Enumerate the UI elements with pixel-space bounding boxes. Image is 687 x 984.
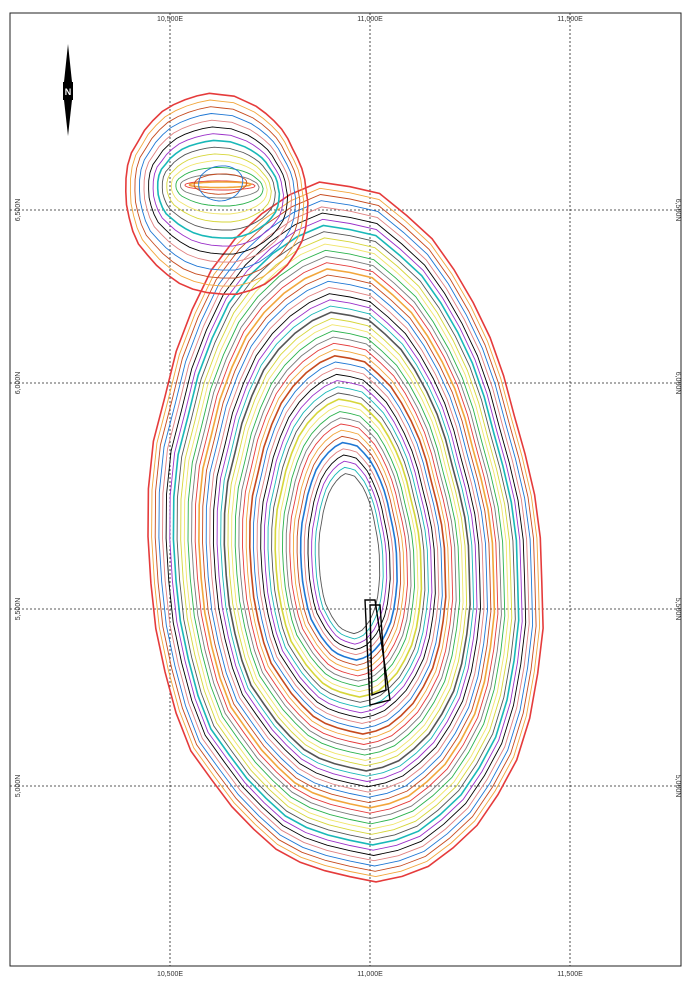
contour-line [263, 380, 433, 714]
contour-line [129, 99, 305, 287]
contour-line [292, 429, 405, 672]
contour-line [216, 299, 478, 782]
contour-line [151, 187, 541, 878]
contour-line [234, 330, 461, 756]
contour-line [285, 417, 412, 682]
northing-label-right: 6,000N [674, 372, 681, 395]
easting-label-top: 11,000E [357, 16, 383, 23]
contour-line [231, 324, 464, 761]
contour-line [166, 153, 272, 223]
northing-label-left: 6,000N [15, 372, 22, 395]
contour-line [152, 133, 284, 247]
contour-line [148, 126, 289, 255]
contour-line [209, 287, 485, 793]
contour-line [242, 342, 454, 745]
contour-line [311, 460, 388, 645]
contour-line [172, 224, 520, 846]
contour-line [314, 466, 384, 640]
contour-line [202, 274, 492, 804]
contour-line [156, 139, 281, 239]
contour-line [169, 218, 523, 851]
northing-label-left: 6,500N [15, 199, 22, 222]
contour-line [227, 318, 468, 767]
core-outline [369, 604, 387, 696]
contour-line [154, 194, 537, 872]
contour-line [303, 448, 395, 656]
contour-line [307, 454, 391, 650]
contour-line [238, 336, 457, 751]
contour-line [194, 262, 499, 814]
contour-line [267, 386, 429, 708]
contour-line [223, 311, 471, 772]
pit-core-outline [364, 599, 391, 706]
contour-line [299, 441, 398, 661]
contour-line [256, 367, 440, 724]
contour-line [187, 249, 506, 825]
contour-line [170, 160, 268, 215]
contour-line [271, 392, 426, 703]
contour-line [296, 435, 402, 666]
contour-line [278, 404, 419, 693]
northing-label-left: 5,500N [15, 598, 22, 621]
easting-label-bottom: 11,000E [357, 971, 383, 978]
contour-line [165, 212, 527, 856]
contour-line [124, 92, 309, 296]
northing-label-right: 6,500N [674, 199, 681, 222]
contour-line [161, 146, 276, 231]
contour-line [180, 173, 260, 199]
contour-line [274, 398, 423, 698]
contour-line [191, 256, 502, 819]
contour-line [260, 373, 436, 719]
easting-label-top: 10,500E [157, 16, 183, 23]
contour-line [139, 113, 297, 271]
northing-label-left: 5,000N [15, 775, 22, 798]
contour-line [245, 349, 450, 740]
contour-line [143, 119, 293, 263]
easting-label-top: 11,500E [557, 16, 583, 23]
contour-line [248, 354, 447, 735]
pit-north-contours [124, 92, 309, 296]
northing-label-right: 5,500N [674, 598, 681, 621]
contour-line [289, 423, 408, 677]
contour-line [134, 106, 301, 279]
core-outline [364, 599, 391, 706]
map-frame [9, 12, 682, 967]
easting-label-bottom: 10,500E [157, 971, 183, 978]
contour-line [175, 166, 264, 207]
contour-line [176, 231, 516, 841]
contour-line [252, 361, 443, 730]
contour-line [180, 237, 513, 835]
contour-line [318, 473, 381, 635]
contour-line [198, 268, 496, 809]
contour-line [158, 200, 534, 867]
contour-line [193, 173, 248, 195]
easting-label-bottom: 11,500E [557, 971, 583, 978]
contour-line [162, 206, 530, 862]
north-arrow-icon: N [63, 44, 73, 136]
contour-line [198, 165, 244, 202]
contour-line [183, 243, 509, 830]
pit-main-contours [147, 181, 544, 883]
grid-lines [10, 13, 681, 966]
contour-line [282, 411, 415, 687]
contour-line [212, 293, 481, 788]
north-arrow-label: N [65, 87, 72, 97]
contour-line [205, 280, 488, 798]
contour-line [147, 181, 544, 883]
northing-label-right: 5,000N [674, 775, 681, 798]
contour-line [220, 305, 475, 777]
